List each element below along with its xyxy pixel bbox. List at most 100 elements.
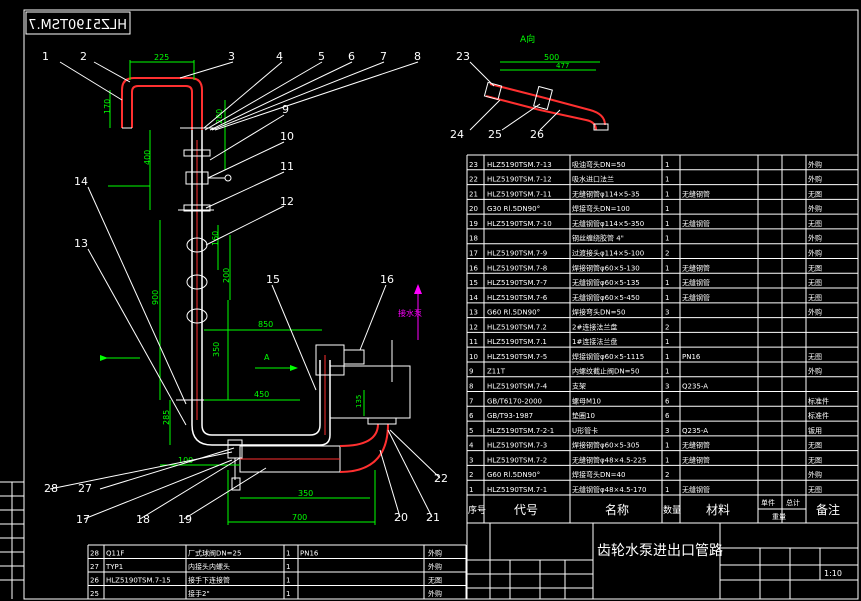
title-code-text: HLZ5190TSM.7 xyxy=(28,18,127,33)
part-code: HLZ5190TSM.7.1 xyxy=(487,338,547,346)
part-name: 2#连接法兰盘 xyxy=(572,322,617,331)
part-name: 焊接钢管φ60×5-1115 xyxy=(572,352,644,361)
part-qty: 6 xyxy=(665,397,670,405)
balloon-28: 28 xyxy=(44,482,58,495)
balloon-17: 17 xyxy=(76,513,90,526)
dim-500: 500 xyxy=(544,53,559,62)
part-no: 16 xyxy=(469,264,478,272)
part-code: HLZ5190TSM.7-2-1 xyxy=(487,427,554,435)
part-name: 垫圈10 xyxy=(572,411,595,420)
part-name: 无缝钢管φ48×4.5-170 xyxy=(572,485,646,494)
arrow-label-a: A xyxy=(264,353,270,362)
part-qty: 1 xyxy=(665,456,669,464)
part-remark: 外购 xyxy=(808,175,822,184)
header-total: 总计 xyxy=(786,498,800,507)
part-remark: 外购 xyxy=(808,204,822,213)
part-code: G60 Rl.5DN90° xyxy=(487,309,540,317)
part-remark: 外购 xyxy=(808,470,822,479)
balloon-21: 21 xyxy=(426,511,440,524)
dim-170: 170 xyxy=(103,99,112,114)
part-code: HLZ5190TSM.7-9 xyxy=(487,249,547,257)
part-qty: 1 xyxy=(665,190,669,198)
part-remark: 外购 xyxy=(808,234,822,243)
part-code: Z11T xyxy=(487,368,506,376)
bottom-part-name: 接手下连接管 xyxy=(188,576,230,585)
balloon-8: 8 xyxy=(414,50,421,63)
pipe-assembly xyxy=(121,77,411,491)
balloon-22: 22 xyxy=(434,472,448,485)
balloon-1: 1 xyxy=(42,50,49,63)
bottom-part-qty: 1 xyxy=(286,563,290,571)
part-qty: 1 xyxy=(665,176,669,184)
part-name: 螺母M10 xyxy=(572,396,601,405)
part-code: HLZ5190TSM.7-5 xyxy=(487,353,547,361)
part-no: 10 xyxy=(469,353,478,361)
title-code-block: HLZ5190TSM.7 xyxy=(25,11,131,35)
dim-350b: 350 xyxy=(298,489,313,498)
part-name: 支架 xyxy=(572,382,586,391)
part-qty: 2 xyxy=(665,471,669,479)
balloon-6: 6 xyxy=(348,50,355,63)
part-no: 17 xyxy=(469,249,478,257)
part-code: GB/T93-1987 xyxy=(487,412,533,420)
part-no: 20 xyxy=(469,205,478,213)
left-margin-table xyxy=(0,481,24,599)
header-name: 名称 xyxy=(605,502,629,517)
part-material: 无缝钢管 xyxy=(682,441,710,450)
part-material: 无缝钢管 xyxy=(682,485,710,494)
part-remark: 外购 xyxy=(808,160,822,169)
dimensions: 225 170 280 400 160 200 900 350 850 450 … xyxy=(103,53,600,525)
balloon-11: 11 xyxy=(280,160,294,173)
part-qty: 6 xyxy=(665,412,670,420)
bottom-part-code: HLZ5190TSM.7-15 xyxy=(106,577,171,585)
bottom-part-qty: 1 xyxy=(286,590,290,598)
header-single: 单件 xyxy=(761,498,775,507)
part-code: HLZ5190TSM.7-8 xyxy=(487,264,547,272)
header-qty: 数量 xyxy=(663,504,681,516)
dim-700: 700 xyxy=(292,513,307,522)
dim-285: 285 xyxy=(162,410,171,425)
bottom-part-no: 27 xyxy=(90,563,99,571)
part-no: 1 xyxy=(469,486,473,494)
part-no: 14 xyxy=(469,294,478,302)
dim-477: 477 xyxy=(556,62,569,70)
dim-900: 900 xyxy=(151,290,160,305)
balloon-7: 7 xyxy=(380,50,387,63)
parts-header: 序号 代号 名称 数量 材料 单件 总计 重量 备注 xyxy=(466,494,859,524)
part-code: HLZ5190TSM.7-3 xyxy=(487,442,547,450)
part-remark: 无图 xyxy=(808,353,822,361)
bottom-part-name: 内接头内螺头 xyxy=(188,562,230,571)
part-qty: 3 xyxy=(665,427,669,435)
part-no: 4 xyxy=(469,442,474,450)
part-no: 8 xyxy=(469,383,473,391)
part-qty: 1 xyxy=(665,161,669,169)
part-remark: 无图 xyxy=(808,294,822,302)
bottom-part-material: PN16 xyxy=(300,550,319,558)
part-name: 过渡接头φ114×5-100 xyxy=(572,248,644,257)
part-no: 9 xyxy=(469,368,473,376)
balloon-16: 16 xyxy=(380,273,394,286)
dim-225: 225 xyxy=(154,53,169,62)
part-qty: 1 xyxy=(665,294,669,302)
bottom-part-no: 26 xyxy=(90,577,99,585)
part-name: 无缝钢管φ60×5-135 xyxy=(572,278,640,287)
part-name: 1#连接法兰盘 xyxy=(572,337,617,346)
part-code: G30 Rl.5DN90° xyxy=(487,205,540,213)
part-no: 3 xyxy=(469,456,473,464)
part-remark: 无图 xyxy=(808,442,822,450)
annotations: 接水泵 A xyxy=(100,185,422,382)
balloon-18: 18 xyxy=(136,513,150,526)
balloon-3: 3 xyxy=(228,50,235,63)
balloon-27: 27 xyxy=(78,482,92,495)
part-code: HLZ5190TSM.7-7 xyxy=(487,279,547,287)
dim-400: 400 xyxy=(143,150,152,165)
part-remark: 外购 xyxy=(808,248,822,257)
balloons: 1 2 3 4 5 6 7 8 9 10 11 12 13 14 15 16 1… xyxy=(42,50,544,526)
part-qty: 1 xyxy=(665,205,669,213)
bottom-part-code: TYP1 xyxy=(105,563,123,571)
part-name: 吸水进口法兰 xyxy=(572,175,614,184)
balloon-26: 26 xyxy=(530,128,544,141)
balloon-2: 2 xyxy=(80,50,87,63)
header-seq: 序号 xyxy=(468,504,486,516)
